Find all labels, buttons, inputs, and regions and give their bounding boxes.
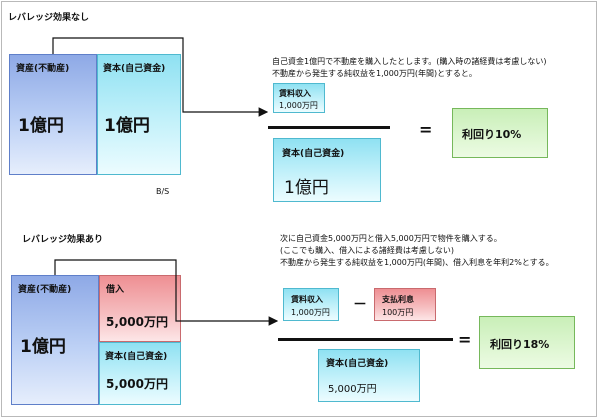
denominator-box-2: 資本(自己資金) 5,000万円 (318, 349, 420, 402)
equals-sign-1: = (419, 120, 433, 139)
heading-with-leverage: レバレッジ効果あり (22, 235, 104, 245)
income-value-2: 1,000万円 (291, 308, 330, 317)
capital-value-1: 1億円 (104, 116, 150, 136)
interest-box: 支払利息 100万円 (374, 288, 436, 321)
note-line: (ここでも購入、借入による諸経費は考慮しない) (280, 246, 454, 255)
income-box-2: 賃料収入 1,000万円 (283, 288, 339, 321)
asset-box-2: 資産(不動産) 1億円 (11, 275, 99, 405)
income-box-1: 賃料収入 1,000万円 (273, 83, 325, 113)
denominator-value-1: 1億円 (284, 178, 329, 198)
denominator-box-1: 資本(自己資金) 1億円 (273, 138, 381, 202)
bs-label: B/S (156, 187, 170, 196)
capital-label-1: 資本(自己資金) (103, 64, 166, 74)
connector-arrow-2 (54, 259, 279, 326)
minus-sign: － (353, 297, 367, 313)
note-line: 不動産から発生する純収益を1,000万円(年間)とすると。 (272, 69, 477, 78)
result-box-1: 利回り10% (452, 108, 548, 158)
denominator-label-1: 資本(自己資金) (282, 149, 345, 159)
income-value-1: 1,000万円 (279, 101, 318, 110)
income-label-2: 賃料収入 (291, 295, 323, 304)
note-no-leverage: 自己資金1億円で不動産を購入したとします。(購入時の諸経費は考慮しない) 不動産… (272, 56, 547, 80)
note-line: 不動産から発生する純収益を1,000万円(年間)、借入利息を年利2%とする。 (280, 258, 554, 267)
capital-box-2: 資本(自己資金) 5,000万円 (99, 342, 181, 405)
heading-no-leverage: レバレッジ効果なし (8, 13, 90, 23)
fraction-bar-2 (278, 338, 453, 341)
denominator-value-2: 5,000万円 (328, 384, 377, 395)
asset-value-2: 1億円 (20, 337, 66, 357)
note-line: 自己資金1億円で不動産を購入したとします。(購入時の諸経費は考慮しない) (272, 57, 547, 66)
result-value-2: 利回り18% (490, 338, 550, 351)
result-value-1: 利回り10% (462, 128, 522, 141)
loan-label: 借入 (106, 285, 125, 295)
capital-box-1: 資本(自己資金) 1億円 (97, 54, 181, 175)
income-label-1: 賃料収入 (279, 89, 311, 98)
asset-label-1: 資産(不動産) (16, 64, 70, 74)
asset-box-1: 資産(不動産) 1億円 (9, 54, 97, 175)
interest-label: 支払利息 (382, 295, 414, 304)
asset-label-2: 資産(不動産) (18, 285, 72, 295)
note-line: 次に自己資金5,000万円と借入5,000万円で物件を購入する。 (280, 234, 502, 243)
note-with-leverage: 次に自己資金5,000万円と借入5,000万円で物件を購入する。 (ここでも購入… (280, 233, 554, 269)
loan-box: 借入 5,000万円 (99, 275, 181, 342)
connector-arrow-1 (52, 37, 269, 117)
interest-value: 100万円 (382, 308, 414, 317)
fraction-bar-1 (268, 126, 390, 129)
capital-value-2: 5,000万円 (106, 377, 168, 391)
capital-label-2: 資本(自己資金) (105, 352, 168, 362)
asset-value-1: 1億円 (18, 116, 64, 136)
loan-value: 5,000万円 (106, 315, 168, 329)
equals-sign-2: = (458, 330, 472, 349)
result-box-2: 利回り18% (479, 316, 575, 369)
denominator-label-2: 資本(自己資金) (326, 359, 389, 369)
